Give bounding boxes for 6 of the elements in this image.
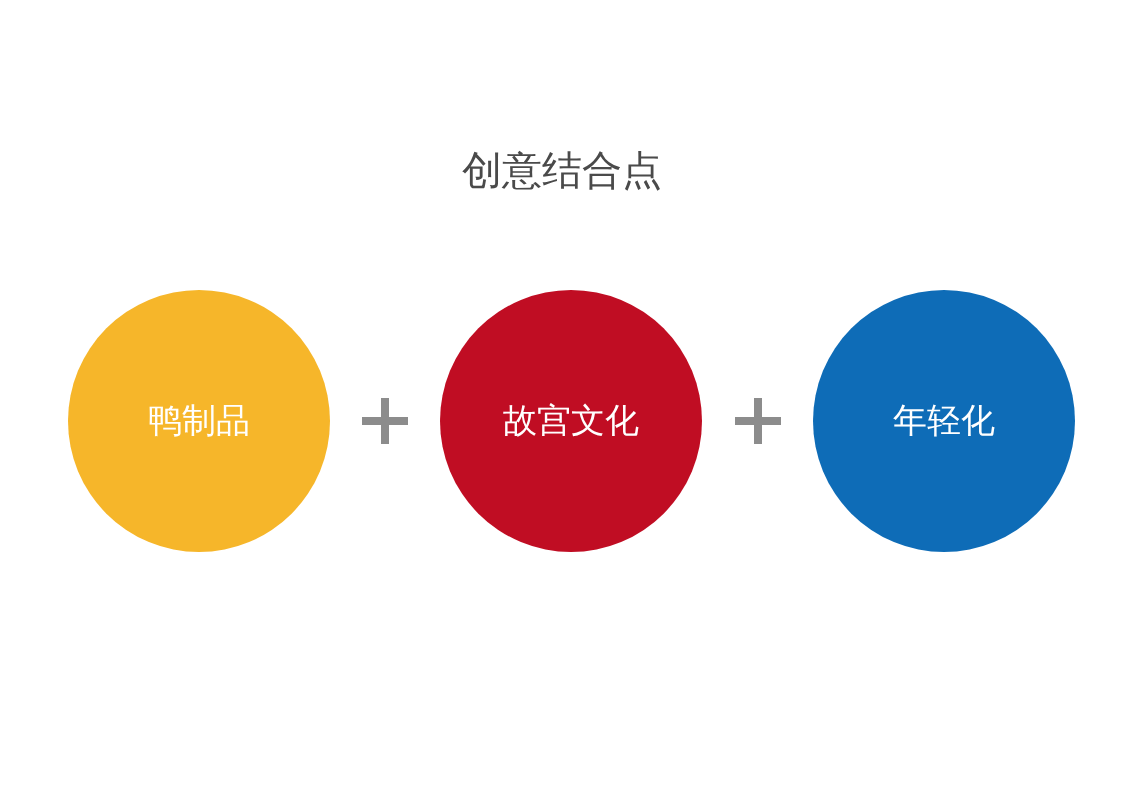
node-label: 鸭制品 [148, 402, 250, 440]
plus-sign [734, 398, 781, 444]
plus-sign [362, 398, 408, 444]
node-label: 故宫文化 [503, 402, 639, 440]
node-label: 年轻化 [893, 402, 995, 440]
title: 创意结合点 [461, 150, 662, 190]
